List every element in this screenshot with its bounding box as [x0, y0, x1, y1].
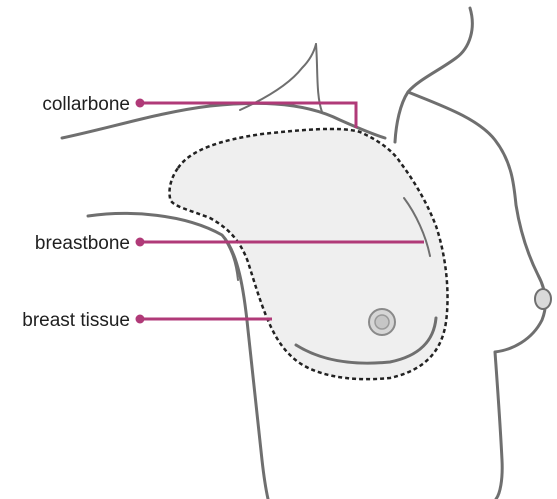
back-neck-outline — [395, 8, 472, 142]
collarbone-outline — [240, 44, 316, 110]
label-breastbone: breastbone — [35, 233, 130, 254]
label-breast-tissue: breast tissue — [22, 310, 130, 331]
side-nipple-icon — [535, 289, 551, 309]
leader-breast-tissue — [136, 315, 273, 324]
label-collarbone: collarbone — [42, 94, 130, 115]
areola-icon — [375, 315, 389, 329]
arm-outline — [88, 213, 268, 499]
breast-tissue-area — [169, 129, 447, 379]
